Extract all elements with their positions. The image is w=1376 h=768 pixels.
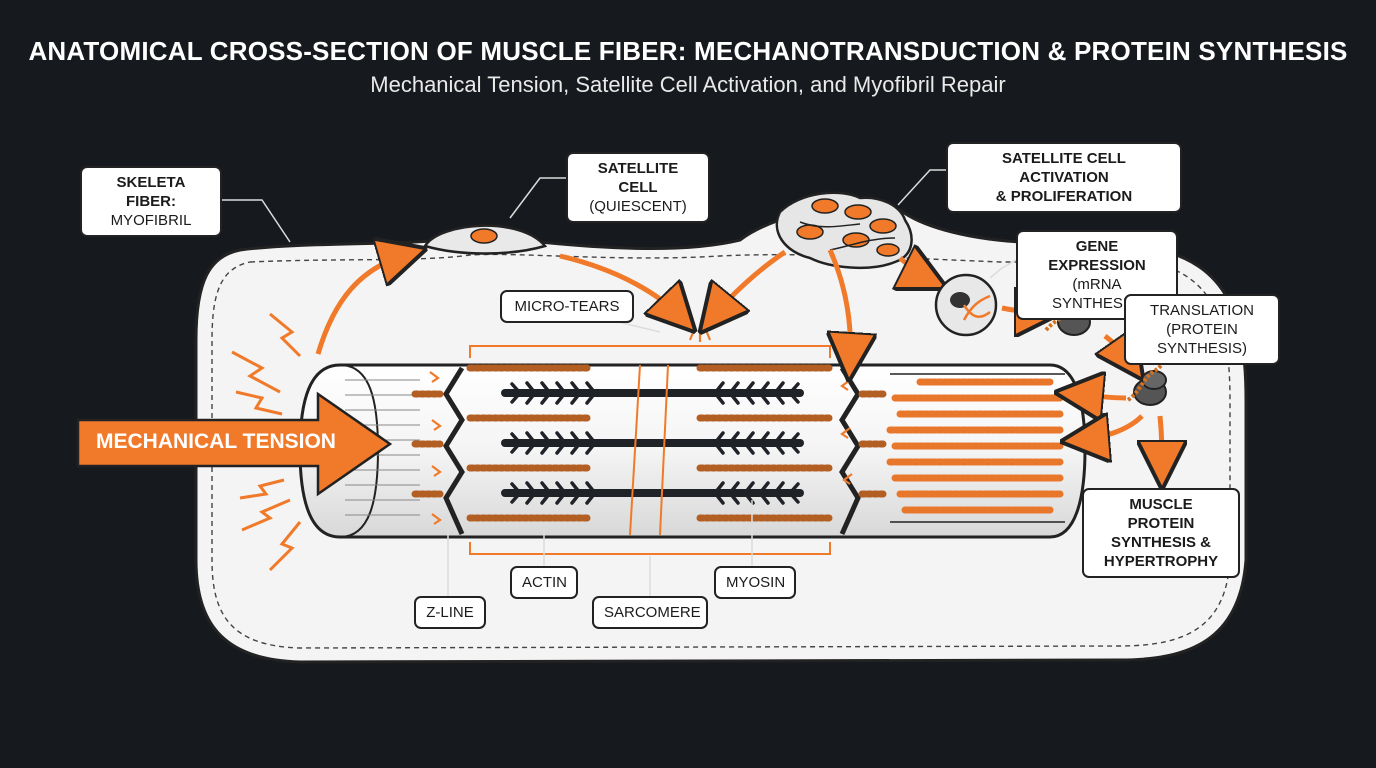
actin-text: ACTIN [522, 574, 567, 591]
page-subtitle: Mechanical Tension, Satellite Cell Activ… [370, 72, 1006, 97]
z-lines [443, 366, 861, 536]
satellite-activation-line1: SATELLITE CELL ACTIVATION [1002, 150, 1126, 186]
satellite-activation-label: SATELLITE CELL ACTIVATION & PROLIFERATIO… [946, 142, 1182, 213]
skeletal-fiber-label: SKELETA FIBER: MYOFIBRIL [80, 166, 222, 237]
actin-filaments [411, 364, 889, 522]
mps-line2: SYNTHESIS & [1110, 534, 1212, 551]
mechanical-tension-label: MECHANICAL TENSION [96, 430, 336, 453]
actin-label: ACTIN [510, 566, 578, 599]
sarcomere-text: SARCOMERE [604, 604, 701, 621]
hypertrophy-fibers [886, 378, 1064, 514]
translation-line2: (PROTEIN SYNTHESIS) [1156, 321, 1247, 357]
skeletal-fiber-line1: SKELETA FIBER: [116, 174, 186, 210]
satellite-cell-cluster [775, 191, 913, 270]
z-line-label: Z-LINE [414, 596, 486, 629]
z-line-text: Z-LINE [426, 604, 474, 621]
gene-expression-label: GENE EXPRESSION (mRNA SYNTHESIS) [1016, 230, 1178, 320]
sarcomere-label: SARCOMERE [592, 596, 708, 629]
satellite-cell-quiescent-label: SATELLITE CELL (QUIESCENT) [566, 152, 710, 223]
satellite-quiescent-line2: (QUIESCENT) [589, 198, 687, 215]
translation-label: TRANSLATION (PROTEIN SYNTHESIS) [1124, 294, 1280, 365]
micro-tears-label: MICRO-TEARS [500, 290, 634, 323]
satellite-activation-line2: & PROLIFERATION [995, 188, 1133, 205]
tension-arrow [76, 391, 393, 497]
skeletal-fiber-line2: MYOFIBRIL [110, 212, 192, 229]
translation-line1: TRANSLATION [1150, 302, 1254, 319]
myosin-filaments [501, 381, 804, 505]
gene-expression-line2: (mRNA SYNTHESIS) [1051, 276, 1142, 312]
gene-expression-line1: GENE EXPRESSION [1048, 238, 1146, 274]
satellite-quiescent-line1: SATELLITE CELL [597, 160, 679, 196]
satellite-cell-quiescent [423, 224, 548, 255]
mps-line3: HYPERTROPHY [1103, 553, 1219, 570]
myosin-text: MYOSIN [726, 574, 786, 591]
gene-expression-cell [934, 273, 998, 337]
mps-hypertrophy-label: MUSCLE PROTEIN SYNTHESIS & HYPERTROPHY [1082, 488, 1240, 578]
micro-tears-text: MICRO-TEARS [514, 298, 620, 315]
hypertrophy-fiber-outline [890, 373, 1065, 523]
tension-lightning-bolts [231, 312, 302, 572]
myosin-label: MYOSIN [714, 566, 796, 599]
ribosome-mps [1126, 350, 1174, 406]
mps-line1: MUSCLE PROTEIN [1127, 496, 1195, 532]
page-title: ANATOMICAL CROSS-SECTION OF MUSCLE FIBER… [28, 36, 1348, 66]
